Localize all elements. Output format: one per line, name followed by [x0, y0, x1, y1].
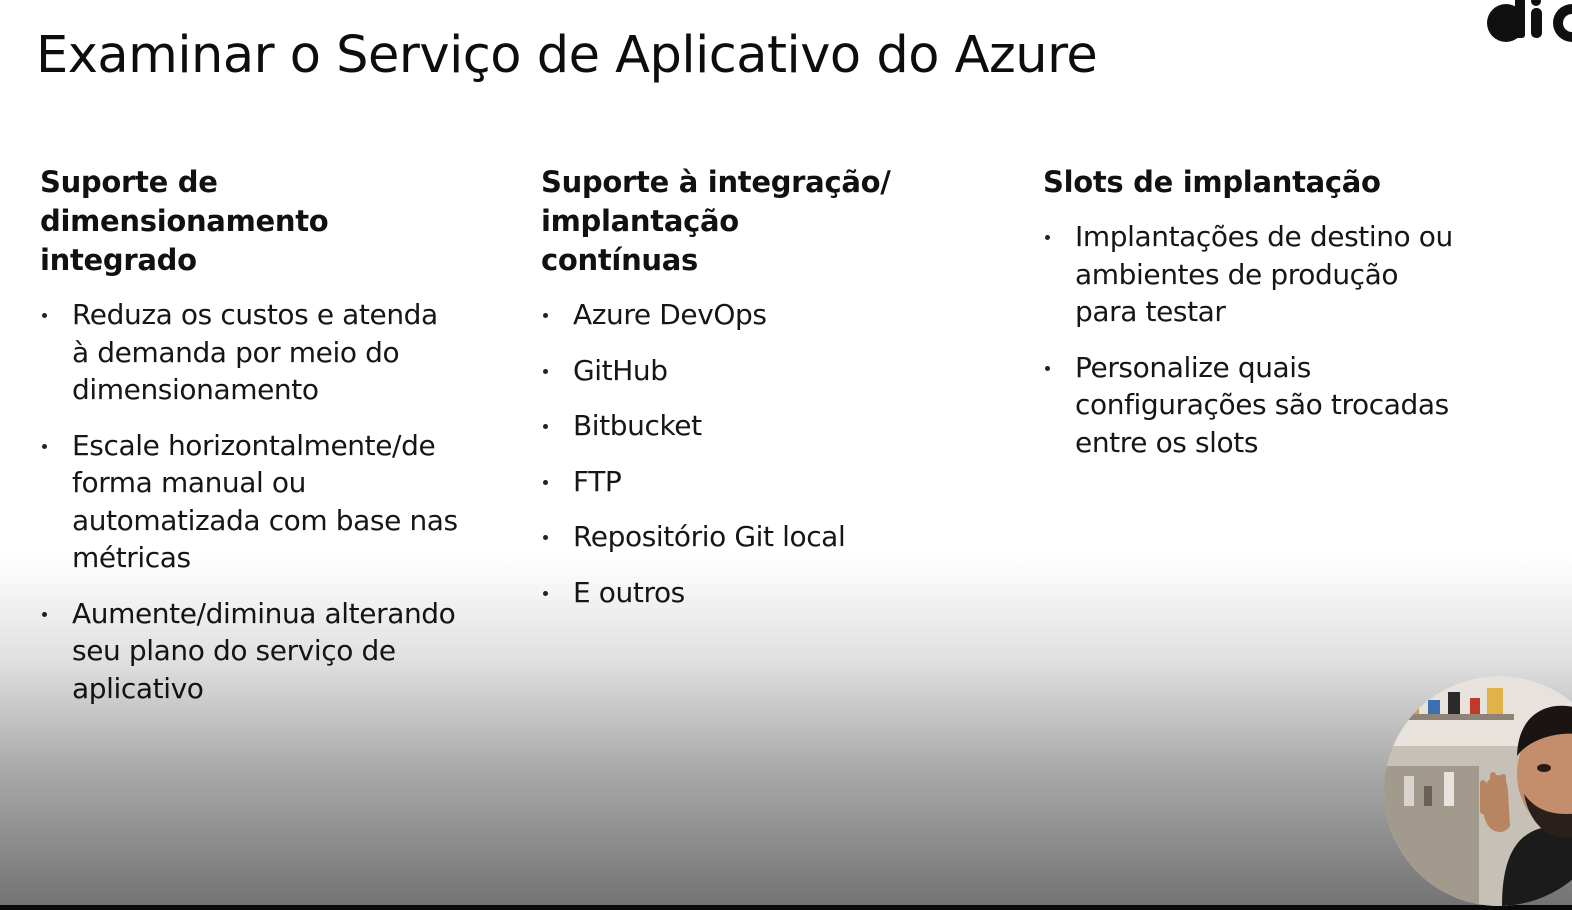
bullet-item: Escale horizontalmente/de forma manual o…: [40, 427, 472, 577]
column-scaling: Suporte de dimensionamento integrado Red…: [40, 163, 480, 725]
bullet-item: Implantações de destino ou ambientes de …: [1043, 218, 1455, 331]
presenter-webcam: [1384, 676, 1572, 906]
bullet-item: Bitbucket: [541, 407, 981, 445]
bullet-list: Azure DevOps GitHub Bitbucket FTP Reposi…: [541, 296, 981, 611]
bullet-item: Aumente/diminua alterando seu plano do s…: [40, 595, 472, 708]
slide-title: Examinar o Serviço de Aplicativo do Azur…: [36, 26, 1098, 85]
presenter-webcam-icon: [1384, 676, 1572, 906]
dio-logo-icon: [1487, 0, 1572, 42]
bullet-item: Azure DevOps: [541, 296, 981, 334]
bullet-list: Reduza os custos e atenda à demanda por …: [40, 296, 480, 707]
column-heading: Slots de implantação: [1043, 165, 1381, 199]
column-heading: Suporte à integração/ implantação contín…: [541, 165, 891, 277]
bullet-list: Implantações de destino ou ambientes de …: [1043, 218, 1473, 461]
bullet-item: GitHub: [541, 352, 981, 390]
bullet-item: FTP: [541, 463, 981, 501]
column-heading: Suporte de dimensionamento integrado: [40, 165, 329, 277]
bullet-item: Personalize quais configurações são troc…: [1043, 349, 1465, 462]
column-deployment-slots: Slots de implantação Implantações de des…: [1043, 163, 1473, 479]
bullet-item: E outros: [541, 574, 981, 612]
bullet-item: Repositório Git local: [541, 518, 981, 556]
bullet-item: Reduza os custos e atenda à demanda por …: [40, 296, 462, 409]
column-ci-cd: Suporte à integração/ implantação contín…: [541, 163, 981, 629]
bottom-border: [0, 905, 1572, 910]
